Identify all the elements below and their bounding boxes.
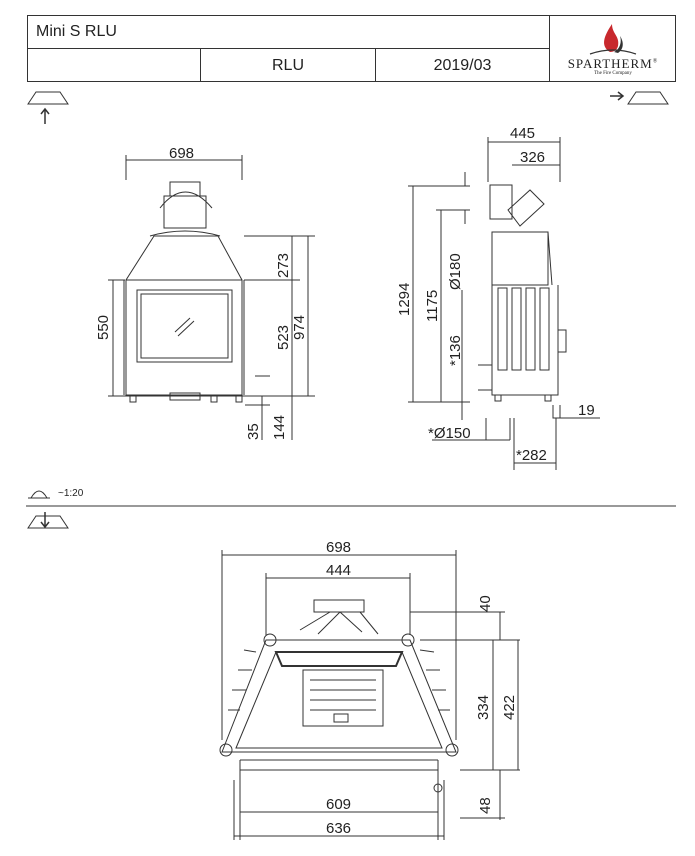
- front-body-height-label: 523: [275, 325, 292, 350]
- top-inner-width-label: 444: [326, 562, 351, 579]
- air-inlet-offset-label: *282: [516, 447, 547, 464]
- brand-logo: SPARTHERM® The Fire Company: [550, 16, 676, 82]
- scale-label: ~1:20: [58, 488, 84, 499]
- top-view: [219, 550, 520, 840]
- air-inlet-height-label: *136: [447, 335, 464, 366]
- side-total-height-label: 1294: [396, 283, 413, 316]
- front-hood-height-label: 273: [275, 253, 292, 278]
- side-view: [408, 137, 600, 470]
- top-inner-depth-label: 334: [475, 695, 492, 720]
- brand-name: SPARTHERM®: [567, 56, 659, 71]
- side-view-icon: [610, 91, 669, 105]
- side-flue-depth-label: 326: [520, 149, 545, 166]
- top-width-label: 698: [326, 539, 351, 556]
- side-depth-label: 445: [510, 125, 535, 142]
- date-cell: 2019/03: [376, 49, 550, 82]
- front-door-height-label: 550: [95, 315, 112, 340]
- top-total-depth-label: 422: [501, 695, 518, 720]
- side-flue-height-label: 1175: [424, 290, 441, 322]
- top-base-width-label: 636: [326, 820, 351, 837]
- brand-tagline: The Fire Company: [594, 71, 632, 76]
- top-flue-offset-label: 40: [477, 595, 494, 612]
- info-cell-empty: [28, 49, 201, 82]
- front-base-height-label: 144: [271, 415, 288, 440]
- variant-cell: RLU: [201, 49, 376, 82]
- title-row: Mini S RLU: [28, 16, 550, 49]
- front-view: [108, 155, 315, 440]
- side-handle-offset-label: 19: [578, 402, 595, 419]
- scale-icon: [28, 490, 50, 499]
- title-block: Mini S RLU RLU 2019/03 SPARTHERM® The Fi…: [27, 15, 676, 82]
- flue-diameter-label: Ø180: [447, 253, 464, 290]
- flame-icon: [589, 24, 637, 55]
- air-inlet-diameter-label: *Ø150: [428, 425, 471, 442]
- top-front-width-label: 609: [326, 796, 351, 813]
- front-total-height-label: 974: [291, 315, 308, 340]
- top-front-depth-label: 48: [477, 797, 494, 814]
- front-view-icon: [27, 91, 69, 124]
- front-foot-height-label: 35: [245, 423, 262, 440]
- front-width-label: 698: [169, 145, 194, 162]
- model-title: Mini S RLU: [36, 23, 117, 40]
- top-view-icon: [27, 512, 69, 529]
